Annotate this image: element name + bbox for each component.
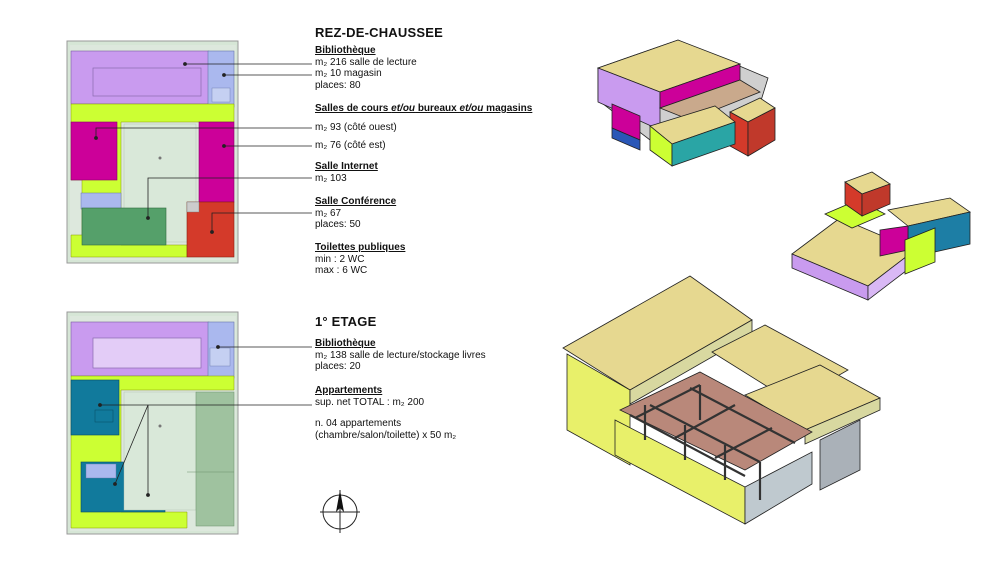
first-floor-plan [66,311,239,535]
ground-floor-plan [66,40,239,264]
ff-apartments-composition: (chambre/salon/toilette) x 50 m₂ [315,429,457,441]
ff-apartments-count: n. 04 appartements [315,418,402,429]
gf-conference-seats: places: 50 [315,219,361,230]
gf-toilets-max: max : 6 WC [315,265,368,276]
gf-classroom-west-area: m₂ 93 (côté ouest) [315,121,397,133]
gf-conference-title: Salle Conférence [315,196,397,207]
first-floor-heading: 1° ETAGE [315,314,377,329]
axonometric-view-top [596,39,776,167]
gf-library-zone [70,50,210,105]
gf-classrooms-label: Salles de cours et/ou bureaux et/ou maga… [315,103,532,152]
gf-toilets-label: Toilettes publiques min : 2 WC max : 6 W… [315,242,405,277]
ff-apartments-title: Appartements [315,385,383,396]
gf-internet-room [81,207,167,246]
ground-floor-heading: REZ-DE-CHAUSSEE [315,25,443,40]
gf-library-label: Bibliothèque m₂ 216 salle de lecture m₂ … [315,45,417,91]
gf-classrooms-title: Salles de cours et/ou bureaux et/ou maga… [315,103,533,114]
gf-internet-label: Salle Internet m₂ 103 [315,161,378,184]
gf-classroom-east [198,121,235,203]
gf-library-seats: places: 80 [315,79,361,91]
axonometric-view-middle [791,171,971,301]
ff-apartments-label: Appartements sup. net TOTAL : m₂ 200 n. … [315,385,456,441]
gf-library-title: Bibliothèque [315,45,376,56]
north-arrow-icon [320,490,360,533]
leader-lines [94,62,312,497]
ff-library-title: Bibliothèque [315,338,376,349]
gf-conference-label: Salle Conférence m₂ 67 places: 50 [315,196,396,231]
gf-internet-area: m₂ 103 [315,172,347,184]
ff-library-area: m₂ 138 salle de lecture/stockage livres [315,349,486,361]
gf-toilets-title: Toilettes publiques [315,242,406,253]
gf-classroom-west [70,121,118,181]
gf-conference-area: m₂ 67 [315,207,342,219]
gf-library-storage-area: m₂ 10 magasin [315,68,382,79]
gf-internet-title: Salle Internet [315,161,378,172]
gf-toilets-min: min : 2 WC [315,253,365,265]
gf-classroom-east-area: m₂ 76 (côté est) [315,140,386,151]
ff-apartments-total-area: sup. net TOTAL : m₂ 200 [315,396,425,408]
axonometric-view-large [562,275,881,525]
ff-library-label: Bibliothèque m₂ 138 salle de lecture/sto… [315,338,486,373]
ff-apartment-north [70,379,120,436]
ff-library-seats: places: 20 [315,361,361,372]
gf-library-reading-area: m₂ 216 salle de lecture [315,56,417,68]
